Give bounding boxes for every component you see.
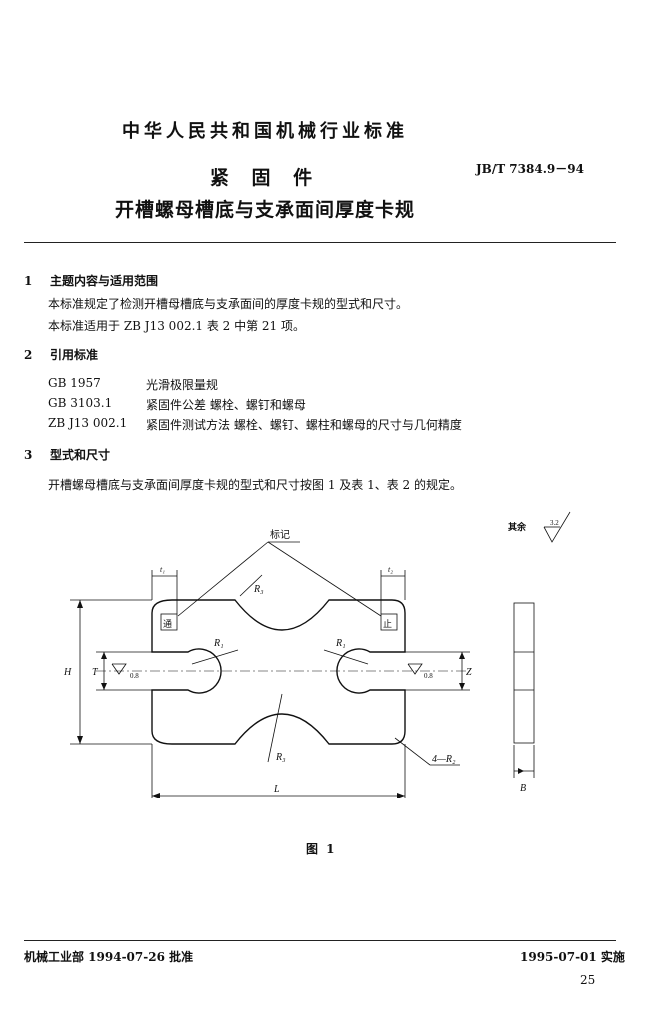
marking-label: 标记 [270, 529, 290, 541]
standard-code: JB/T 7384.9－94 [476, 162, 584, 176]
paragraph: 本标准适用于 ZB J13 002.1 表 2 中第 21 项。 [48, 319, 306, 333]
t2-label: t₂ [388, 565, 393, 574]
reference-name: 紧固件公差 螺栓、螺钉和螺母 [146, 398, 306, 412]
section-number: 3 [24, 448, 33, 462]
H-label: H [63, 667, 72, 678]
L-label: L [273, 784, 280, 795]
nogo-mark-box [380, 613, 398, 631]
figure-caption: 图 1 [306, 842, 337, 856]
section-number: 1 [24, 274, 33, 288]
document-title-main: 紧 固 件 [209, 167, 321, 189]
section-title: 型式和尺寸 [50, 448, 111, 462]
document-title-sub: 开槽螺母槽底与支承面间厚度卡规 [114, 199, 415, 221]
t1-label: t₁ [160, 565, 165, 574]
section-number: 2 [24, 348, 33, 362]
R3-top-label: R₃ [253, 584, 264, 595]
header-divider [24, 242, 616, 243]
section-2-heading: 2 引用标准 [24, 346, 98, 363]
roughness-symbol [543, 511, 571, 543]
paragraph: 本标准规定了检测开槽母槽底与支承面间的厚度卡规的型式和尺寸。 [48, 297, 409, 311]
issuing-organization: 中华人民共和国机械行业标准 [122, 121, 408, 142]
nogo-mark: 止 [383, 618, 392, 629]
reference-name: 光滑极限量规 [146, 378, 219, 392]
section-title: 主题内容与适用范围 [50, 274, 159, 288]
Z-label: Z [466, 667, 472, 678]
reference-code: ZB J13 002.1 [48, 416, 128, 430]
slot-roughness-left: 0.8 [130, 672, 139, 680]
roughness-value: 3.2 [550, 519, 559, 527]
side-view [513, 602, 535, 744]
R3-bottom-label: R₃ [275, 752, 286, 763]
page-number: 25 [580, 973, 596, 987]
slot-roughness-right: 0.8 [424, 672, 433, 680]
paragraph: 开槽螺母槽底与支承面间厚度卡规的型式和尺寸按图 1 及表 1、表 2 的规定。 [48, 478, 462, 492]
reference-name: 紧固件测试方法 螺栓、螺钉、螺柱和螺母的尺寸与几何精度 [146, 418, 462, 432]
reference-code: GB 3103.1 [48, 396, 113, 410]
approval-note: 机械工业部 1994-07-26 批准 [24, 950, 194, 964]
section-1-heading: 1 主题内容与适用范围 [24, 272, 158, 289]
gauge-outline [151, 599, 406, 745]
corner-radius-label: 4—R₂ [432, 754, 456, 765]
roughness-rest-label: 其余 [508, 521, 527, 532]
B-label: B [520, 783, 526, 794]
R1-left-label: R₁ [213, 638, 224, 649]
implementation-date: 1995-07-01 实施 [520, 950, 625, 964]
T-label: T [92, 667, 99, 678]
section-title: 引用标准 [50, 348, 99, 362]
go-mark-box [160, 613, 178, 631]
gauge-drawing: 标记 通 止 t₁ t₂ H T Z L B R₃ R₃ R₁ R₁ 4—R₂ … [63, 511, 571, 798]
section-3-heading: 3 型式和尺寸 [24, 446, 110, 463]
reference-code: GB 1957 [48, 376, 101, 390]
go-mark: 通 [163, 619, 172, 629]
footer-divider [24, 940, 616, 941]
R1-right-label: R₁ [335, 638, 346, 649]
